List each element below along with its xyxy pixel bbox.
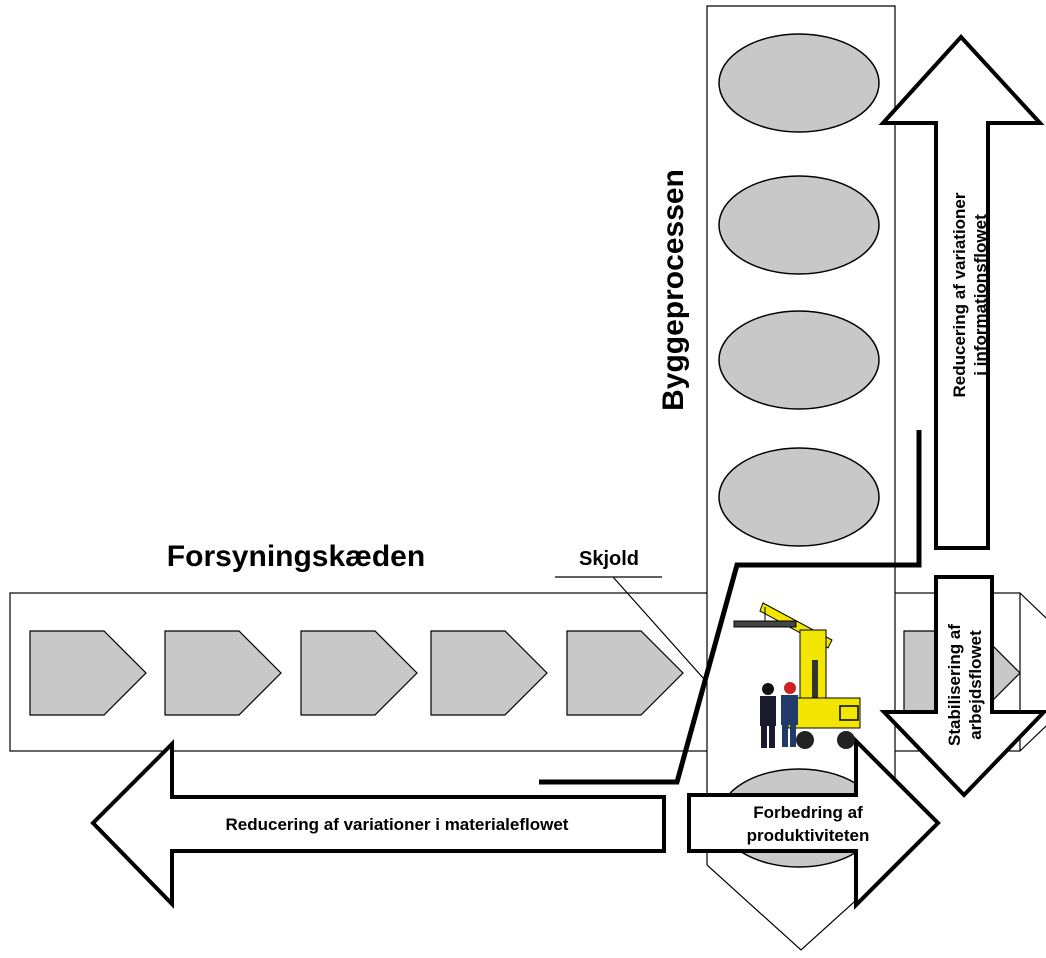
- material-flow-label: Reducering af variationer i materialeflo…: [226, 815, 569, 834]
- information-flow-label-line1: Reducering af variationer: [950, 192, 969, 397]
- work-flow-label-line1: Stabilisering af: [945, 624, 964, 746]
- process-step-ellipse: [719, 34, 879, 132]
- supply-chain-title: Forsyningskæden: [167, 540, 425, 573]
- construction-process-title: Byggeprocessen: [657, 169, 690, 411]
- productivity-label-line1: Forbedring af: [753, 803, 863, 822]
- productivity-label-line2: produktiviteten: [747, 826, 870, 845]
- process-step-ellipse: [719, 311, 879, 409]
- work-flow-label-line2: arbejdsflowet: [966, 630, 985, 740]
- information-flow-label-line2: i informationsflowet: [971, 214, 990, 376]
- process-step-ellipse: [719, 448, 879, 546]
- skjold-label: Skjold: [579, 548, 639, 570]
- supply-chain-band-tip: [1020, 593, 1046, 618]
- process-step-ellipse: [719, 176, 879, 274]
